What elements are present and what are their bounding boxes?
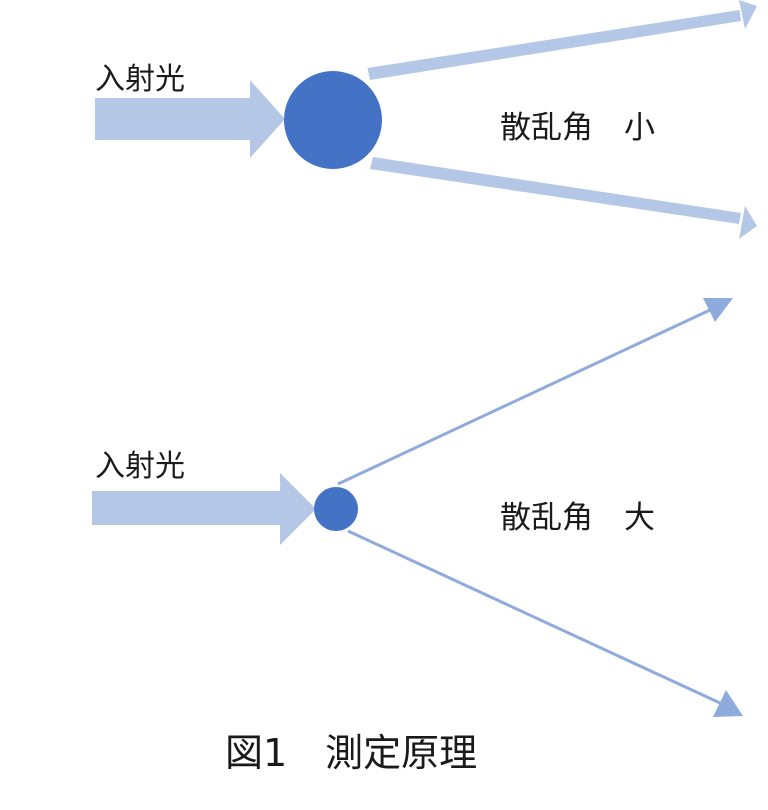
scatter-angle-large-label: 散乱角 大 xyxy=(500,500,655,536)
scatter-arrowhead-lower-bottom xyxy=(713,690,743,717)
scatter-arrow-lower-top xyxy=(370,157,741,224)
incident-light-label-top: 入射光 xyxy=(95,62,185,97)
incident-light-arrow-bottom xyxy=(92,473,316,545)
scatter-angle-small-label: 散乱角 小 xyxy=(500,110,655,146)
panel-small-particle: 入射光 散乱角 大 xyxy=(92,298,743,717)
scatter-arrowhead-lower-top xyxy=(739,206,757,239)
scatter-arrow-upper-top xyxy=(367,10,741,80)
figure-caption: 図1 測定原理 xyxy=(225,731,477,775)
scatter-arrowhead-upper-bottom xyxy=(703,298,733,322)
large-particle xyxy=(284,71,382,169)
scatter-arrow-lower-bottom xyxy=(347,529,721,705)
scatter-arrow-upper-bottom xyxy=(337,308,711,486)
incident-light-arrow-top xyxy=(95,80,285,158)
panel-large-particle: 入射光 散乱角 小 xyxy=(95,0,757,239)
scatter-arrowhead-upper-top xyxy=(739,0,757,29)
incident-light-label-bottom: 入射光 xyxy=(95,449,185,484)
small-particle xyxy=(314,487,358,531)
